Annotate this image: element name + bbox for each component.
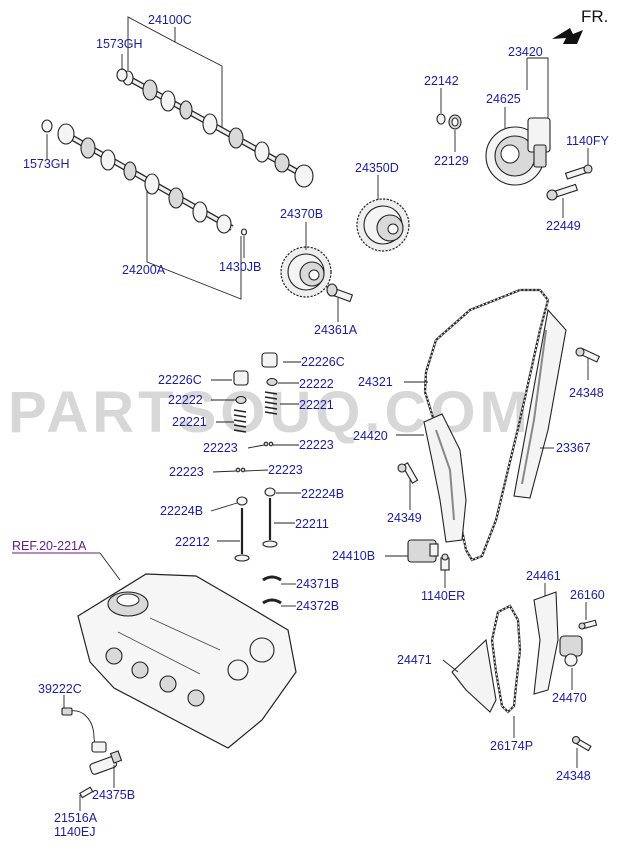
label-23420[interactable]: 23420 [508,45,543,59]
label-22222-right[interactable]: 22222 [299,377,334,391]
label-1573GH-lower[interactable]: 1573GH [23,157,70,171]
label-39222C[interactable]: 39222C [38,682,82,696]
leader-lines [12,16,589,811]
label-22226C-left[interactable]: 22226C [158,373,202,387]
sensor-bolt[interactable] [79,786,94,799]
tensioner-arm[interactable] [423,413,467,543]
label-26174P[interactable]: 26174P [490,739,533,753]
oil-pump-tensioner-arm[interactable] [533,591,559,695]
label-24461[interactable]: 24461 [526,569,561,583]
camshaft-sprocket[interactable] [280,246,332,298]
oil-control-valve[interactable] [485,117,551,186]
label-22142[interactable]: 22142 [424,74,459,88]
tensioner-spring-pin[interactable] [578,619,598,630]
label-22223-right-lower[interactable]: 22223 [268,463,303,477]
cam-plug-lower[interactable] [41,119,53,133]
label-24321[interactable]: 24321 [358,375,393,389]
cam-pin[interactable] [240,228,248,236]
label-22223-left-lower[interactable]: 22223 [169,465,204,479]
label-24348-upper[interactable]: 24348 [569,386,604,400]
tensioner-bolt[interactable] [440,553,450,571]
ocv-bolt-lower[interactable] [546,183,579,201]
front-arrow-icon [552,28,583,44]
label-24371B[interactable]: 24371B [296,577,339,591]
chain-tensioner[interactable] [407,539,439,563]
oil-pump-guide-bolt[interactable] [571,735,592,752]
label-22211[interactable]: 22211 [295,517,329,531]
oil-pump-tensioner[interactable] [559,635,583,667]
label-22224B-left[interactable]: 22224B [160,504,203,518]
label-24361A[interactable]: 24361A [314,323,358,337]
reference-label[interactable]: REF.20-221A [12,539,87,553]
guide-bolt-upper[interactable] [575,347,601,363]
label-24410B[interactable]: 24410B [332,549,375,563]
label-1430JB[interactable]: 1430JB [219,260,261,274]
front-direction-indicator: FR. [552,7,608,44]
ocv-bolt-upper[interactable] [564,164,593,180]
valve-train[interactable] [233,352,282,605]
cylinder-head[interactable] [77,573,297,749]
label-24200A[interactable]: 24200A [122,263,166,277]
label-22212[interactable]: 22212 [175,535,210,549]
label-1140FY[interactable]: 1140FY [566,134,610,148]
sprocket-bolt[interactable] [326,283,354,303]
label-24625[interactable]: 24625 [486,92,521,106]
label-22222-left[interactable]: 22222 [168,393,203,407]
cam-position-sensor[interactable] [61,707,107,753]
label-22223-left-upper[interactable]: 22223 [203,441,238,455]
part-labels: 24100C 1573GH 1573GH 24200A 1430JB 24370… [12,13,610,839]
cam-plug-upper[interactable] [116,68,128,82]
cvvt-assembly[interactable] [356,198,410,252]
oil-pump-guide[interactable] [451,638,497,713]
chain-guide[interactable] [513,308,567,499]
label-1140ER[interactable]: 1140ER [421,589,465,603]
label-22226C-right[interactable]: 22226C [301,355,345,369]
seal-ring[interactable] [436,113,446,125]
label-22223-right-upper[interactable]: 22223 [299,438,334,452]
label-24370B[interactable]: 24370B [280,207,323,221]
label-24348-lower[interactable]: 24348 [556,769,591,783]
label-21516A[interactable]: 21516A [54,811,98,825]
label-24372B[interactable]: 24372B [296,599,339,613]
label-24470[interactable]: 24470 [552,691,587,705]
exhaust-camshaft[interactable] [122,70,314,188]
label-1140EJ[interactable]: 1140EJ [54,825,95,839]
label-24100C[interactable]: 24100C [148,13,192,27]
label-1573GH-upper[interactable]: 1573GH [96,37,143,51]
label-24349[interactable]: 24349 [387,511,422,525]
front-label: FR. [581,7,608,26]
label-23367[interactable]: 23367 [556,441,591,455]
arm-bolt[interactable] [397,462,419,484]
oil-pump-chain[interactable] [490,604,522,714]
label-24375B[interactable]: 24375B [92,788,135,802]
intake-camshaft[interactable] [57,123,234,234]
label-22221-right[interactable]: 22221 [299,398,334,412]
label-24350D[interactable]: 24350D [355,161,399,175]
oring-cap[interactable] [448,114,462,130]
label-22129[interactable]: 22129 [434,154,469,168]
ocv-solenoid[interactable] [89,750,123,775]
label-22224B-right[interactable]: 22224B [301,487,344,501]
label-26160[interactable]: 26160 [570,588,605,602]
label-24420[interactable]: 24420 [353,429,388,443]
label-24471[interactable]: 24471 [397,653,432,667]
label-22449[interactable]: 22449 [546,219,581,233]
label-22221-left[interactable]: 22221 [172,415,207,429]
